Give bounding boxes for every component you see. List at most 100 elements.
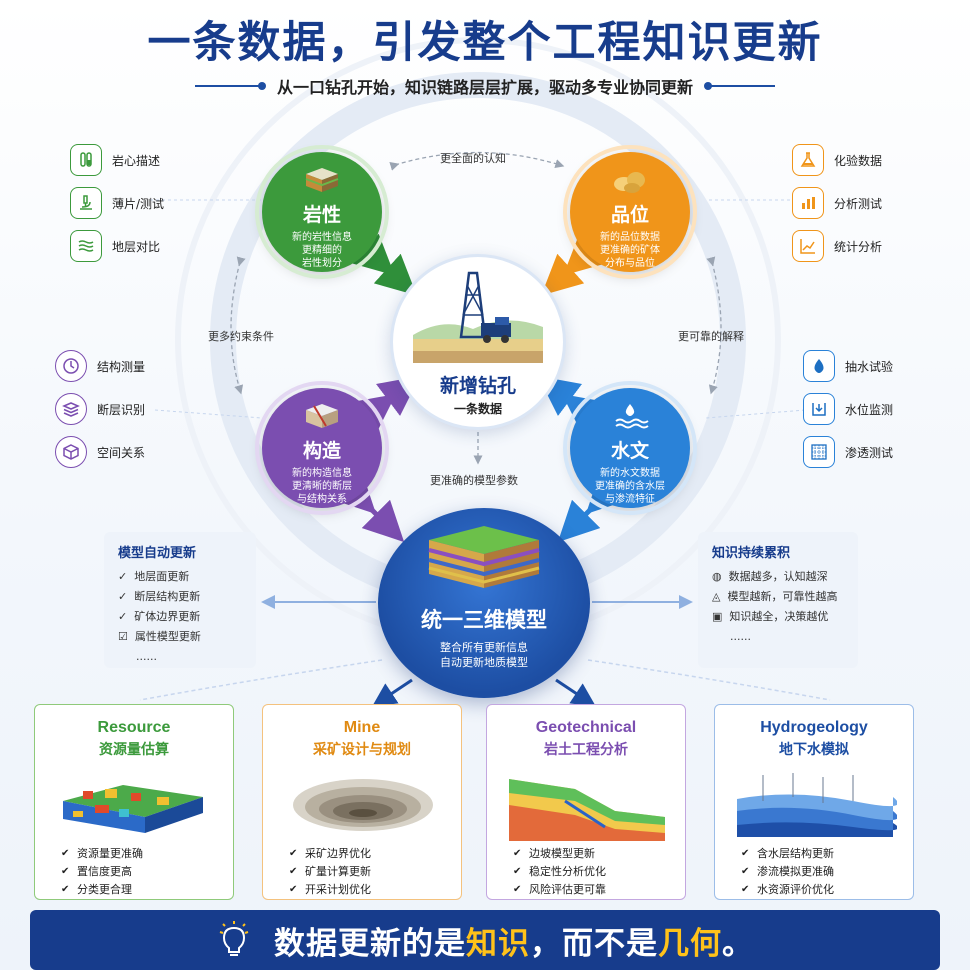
water-drop-icon xyxy=(803,350,835,382)
water-level-icon xyxy=(803,393,835,425)
card-title-zh: 资源量估算 xyxy=(99,742,169,758)
item-label: 化验数据 xyxy=(834,153,883,168)
card-title-en: Geotechnical xyxy=(535,719,637,736)
knowledge-heading: 知识持续累积 xyxy=(712,546,791,561)
item-water-level: 水位监测 xyxy=(803,393,893,425)
item-assay-data: 化验数据 xyxy=(792,144,882,176)
item-stratigraphy: 地层对比 xyxy=(70,230,160,262)
link-label-right: 更可靠的解释 xyxy=(678,330,744,343)
item-pumping-test: 抽水试验 xyxy=(803,350,893,382)
subtitle-row: 从一口钻孔开始，知识链路层层扩展，驱动多专业协同更新 xyxy=(0,74,970,98)
card-resource: Resource 资源量估算 资源量更准确 置信度更高 分类更合理 xyxy=(34,704,234,900)
item-thin-section: 薄片/测试 xyxy=(70,187,164,219)
knowledge-box: 知识持续累积 ◍数据越多，认知越深 ◬模型越新，可靠性越高 ▣知识越全，决策越优… xyxy=(698,532,858,668)
model-desc: 整合所有更新信息自动更新地质模型 xyxy=(440,641,528,669)
card-list: 资源量更准确 置信度更高 分类更合理 xyxy=(61,845,143,899)
geo-model-block-icon xyxy=(428,526,540,588)
auto-update-heading: 模型自动更新 xyxy=(118,546,197,561)
mountain-icon: ◬ xyxy=(712,590,721,603)
lightbulb-icon xyxy=(219,921,249,956)
item-analysis-test: 分析测试 xyxy=(792,187,882,219)
item-label: 水位监测 xyxy=(845,402,894,417)
item-label: 分析测试 xyxy=(834,196,883,211)
knowledge-item: ...... xyxy=(730,630,751,643)
auto-update-item: ✓断层结构更新 xyxy=(118,587,242,607)
checkbox-icon: ☑ xyxy=(118,630,128,643)
map-icon: ▣ xyxy=(712,610,723,623)
model-title: 统一三维模型 xyxy=(421,608,547,632)
auto-update-box: 模型自动更新 ✓地层面更新 ✓断层结构更新 ✓矿体边界更新 ☑属性模型更新 ..… xyxy=(104,532,256,668)
card-geotechnical: Geotechnical 岩土工程分析 边坡模型更新 稳定性分析优化 风险评估更… xyxy=(486,704,686,900)
node-structure: 构造 新的构造信息更清晰的断层与结构关系 xyxy=(255,381,389,515)
bottom-banner: 数据更新的是知识，而不是几何。 xyxy=(30,910,940,970)
check-icon: ✓ xyxy=(118,590,128,603)
cube-icon xyxy=(55,436,87,468)
card-title-en: Resource xyxy=(97,719,171,736)
drill-rig-icon xyxy=(413,271,543,363)
drop-icon: ◍ xyxy=(712,570,722,583)
item-label: 地层对比 xyxy=(112,239,161,254)
center-subtitle: 一条数据 xyxy=(453,402,502,416)
card-title-zh: 岩土工程分析 xyxy=(544,742,628,758)
card-item: 风险评估更可靠 xyxy=(513,881,606,899)
item-label: 空间关系 xyxy=(97,445,146,460)
flask-icon xyxy=(792,144,824,176)
test-tube-icon xyxy=(70,144,102,176)
card-title-zh: 采矿设计与规划 xyxy=(313,742,411,758)
card-item: 矿量计算更新 xyxy=(289,863,371,881)
item-statistics: 统计分析 xyxy=(792,230,882,262)
item-label: 渗透测试 xyxy=(845,445,894,460)
card-list: 采矿边界优化 矿量计算更新 开采计划优化 xyxy=(289,845,371,899)
banner-text: 数据更新的是知识，而不是几何。 xyxy=(274,925,754,962)
center-title: 新增钻孔 xyxy=(439,375,516,397)
microscope-icon xyxy=(70,187,102,219)
node-lithology: 岩性 新的岩性信息更精细的岩性划分 xyxy=(255,145,389,279)
card-item: 采矿边界优化 xyxy=(289,845,371,863)
wave-layers-icon xyxy=(70,230,102,262)
block-model-image xyxy=(63,785,203,833)
link-label-left: 更多约束条件 xyxy=(208,330,274,343)
auto-update-item: ✓地层面更新 xyxy=(118,567,242,587)
card-hydrogeology: Hydrogeology 地下水模拟 含水层结构更新 渗流模拟更准确 水资源评价… xyxy=(714,704,914,900)
item-structure-measure: 结构测量 xyxy=(55,350,145,382)
knowledge-item: ◍数据越多，认知越深 xyxy=(712,567,844,587)
card-item: 边坡模型更新 xyxy=(513,845,606,863)
card-item: 含水层结构更新 xyxy=(741,845,834,863)
page-title: 一条数据，引发整个工程知识更新 xyxy=(147,18,823,68)
card-list: 边坡模型更新 稳定性分析优化 风险评估更可靠 xyxy=(513,845,606,899)
node-hydrology: 水文 新的水文数据更准确的含水层与渗流特征 xyxy=(563,381,697,515)
knowledge-item: ◬模型越新，可靠性越高 xyxy=(712,587,844,607)
auto-update-item: ...... xyxy=(136,650,157,663)
item-label: 抽水试验 xyxy=(845,359,894,374)
check-icon: ✓ xyxy=(118,610,128,623)
link-label-top: 更全面的认知 xyxy=(440,152,506,165)
item-label: 岩心描述 xyxy=(112,153,161,168)
slope-model-image xyxy=(509,779,665,841)
card-item: 置信度更高 xyxy=(61,863,143,881)
check-icon: ✓ xyxy=(118,570,128,583)
card-mine: Mine 采矿设计与规划 采矿边界优化 矿量计算更新 开采计划优化 xyxy=(262,704,462,900)
card-title-zh: 地下水模拟 xyxy=(779,742,849,758)
item-label: 统计分析 xyxy=(834,239,883,254)
card-item: 资源量更准确 xyxy=(61,845,143,863)
layers-icon xyxy=(55,393,87,425)
item-spatial-relation: 空间关系 xyxy=(55,436,145,468)
compass-icon xyxy=(55,350,87,382)
item-label: 结构测量 xyxy=(97,359,146,374)
auto-update-item: ☑属性模型更新 xyxy=(118,627,242,647)
subtitle-line-left xyxy=(194,82,266,90)
trend-chart-icon xyxy=(792,230,824,262)
auto-update-item: ✓矿体边界更新 xyxy=(118,607,242,627)
card-title-en: Hydrogeology xyxy=(760,719,868,736)
link-label-bottom: 更准确的模型参数 xyxy=(430,474,518,487)
page-subtitle: 从一口钻孔开始，知识链路层层扩展，驱动多专业协同更新 xyxy=(276,78,693,97)
node-grade: 品位 新的品位数据更准确的矿体分布与品位 xyxy=(563,145,697,279)
knowledge-item: ▣知识越全，决策越优 xyxy=(712,607,844,627)
card-item: 开采计划优化 xyxy=(289,881,371,899)
center-new-borehole: 新增钻孔 一条数据 xyxy=(390,254,566,430)
open-pit-image xyxy=(293,779,433,831)
item-label: 断层识别 xyxy=(97,402,146,417)
card-list: 含水层结构更新 渗流模拟更准确 水资源评价优化 xyxy=(741,845,834,899)
item-core-description: 岩心描述 xyxy=(70,144,160,176)
unified-3d-model: 统一三维模型 整合所有更新信息自动更新地质模型 xyxy=(378,508,590,698)
